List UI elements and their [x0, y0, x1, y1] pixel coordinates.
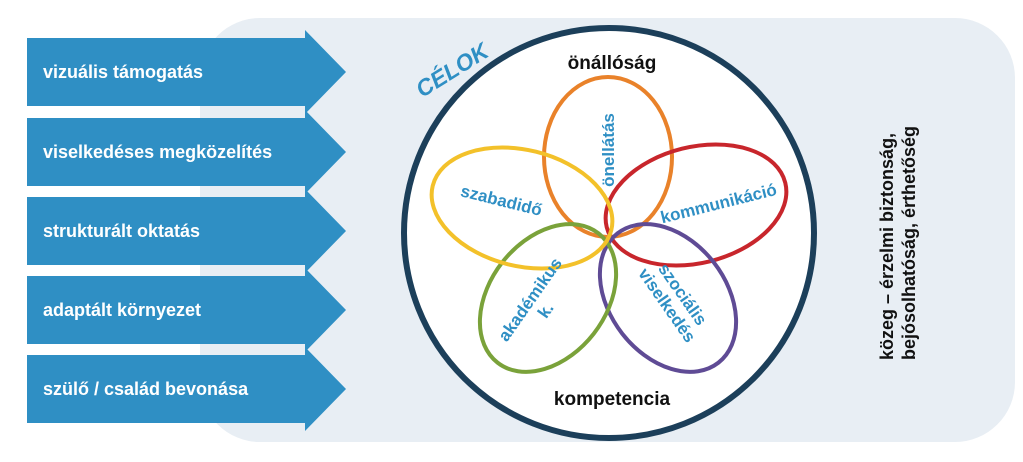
- arrow-shape: [27, 189, 346, 273]
- petal-szabadido: [429, 145, 615, 271]
- arrow-label: viselkedéses megközelítés: [43, 142, 272, 162]
- goal-top-label: önállóság: [568, 53, 657, 74]
- environment-line2: bejósolhatóság, érthetőség: [899, 126, 919, 360]
- goal-bottom-label: kompetencia: [554, 389, 671, 410]
- petal-szocialis: [597, 222, 739, 374]
- environment-text1: – érzelmi biztonság,: [877, 133, 897, 309]
- arrow-item: szülő / család bevonása: [27, 347, 346, 431]
- arrow-shape: [27, 347, 346, 431]
- environment-line1: közeg – érzelmi biztonság,: [877, 133, 897, 360]
- arrow-item: viselkedéses megközelítés: [27, 110, 346, 194]
- arrow-shape: [27, 110, 346, 194]
- arrow-label: vizuális támogatás: [43, 62, 203, 82]
- arrow-label: szülő / család bevonása: [43, 379, 249, 399]
- arrow-item: strukturált oktatás: [27, 189, 346, 273]
- petal-kommunikacio: [603, 142, 789, 268]
- arrow-shape: [27, 30, 346, 114]
- environment-label: közeg – érzelmi biztonság, bejósolhatósá…: [877, 126, 919, 360]
- petal-label-onellatas: önellátás: [599, 113, 618, 187]
- arrow-item: vizuális támogatás: [27, 30, 346, 114]
- arrow-label: adaptált környezet: [43, 300, 201, 320]
- arrow-shape: [27, 268, 346, 352]
- environment-keyword: közeg: [877, 309, 897, 360]
- arrow-list: vizuális támogatás viselkedéses megközel…: [27, 30, 346, 431]
- arrow-item: adaptált környezet: [27, 268, 346, 352]
- petal-group: [429, 75, 789, 374]
- arrow-label: strukturált oktatás: [43, 221, 200, 241]
